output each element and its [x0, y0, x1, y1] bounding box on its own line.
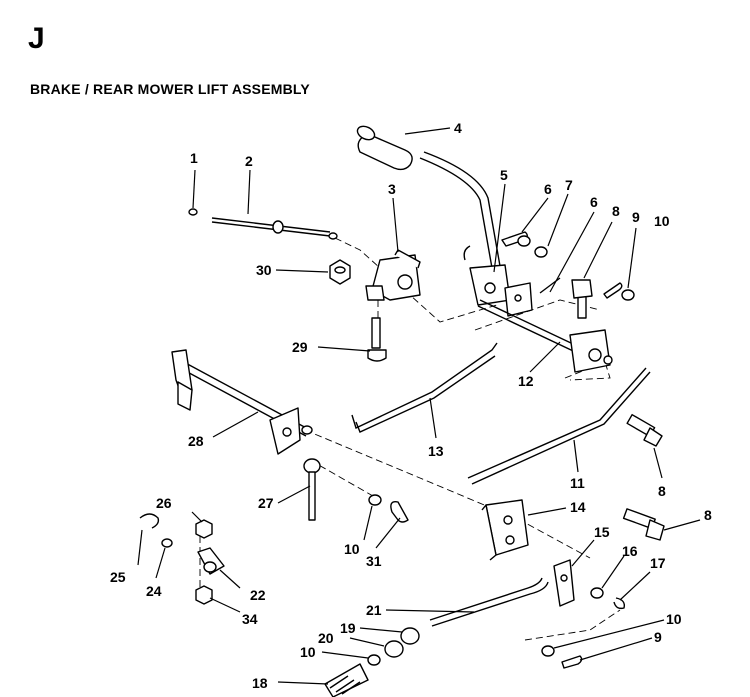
callout-13: 13	[428, 443, 444, 459]
callout-8-top: 8	[612, 203, 620, 219]
hex-nut	[329, 259, 351, 285]
callout-15: 15	[594, 524, 610, 540]
rear-lift-shaft	[171, 349, 313, 455]
shoulder-bolt-right	[622, 508, 665, 541]
callout-9-top: 9	[632, 209, 640, 225]
lower-left-hardware	[139, 513, 225, 605]
pivot-bracket	[504, 282, 533, 317]
callout-4: 4	[454, 120, 462, 136]
callout-8-right: 8	[704, 507, 712, 523]
callout-5: 5	[500, 167, 508, 183]
callout-11: 11	[570, 475, 585, 491]
callout-27: 27	[258, 495, 274, 511]
lower-right-hardware	[541, 645, 583, 669]
callout-10-bottom: 10	[300, 644, 316, 660]
callout-30: 30	[256, 262, 272, 278]
callout-1: 1	[190, 150, 198, 166]
adjustment-rod	[429, 577, 549, 627]
upper-washers	[501, 231, 561, 294]
callout-6-lower: 6	[590, 194, 598, 210]
callout-12: 12	[518, 373, 534, 389]
callout-10-top: 10	[654, 213, 670, 229]
lift-link-rod	[351, 342, 498, 433]
callout-10-mid: 10	[344, 541, 360, 557]
callout-8-mid: 8	[658, 483, 666, 499]
callout-25: 25	[110, 569, 126, 585]
shoulder-bolt-mid	[626, 413, 663, 447]
callout-29: 29	[292, 339, 308, 355]
callout-7: 7	[565, 177, 573, 193]
brake-rod	[211, 217, 338, 240]
callout-leader-lines	[137, 127, 701, 685]
callout-10-right: 10	[666, 611, 682, 627]
eye-bolt	[303, 458, 321, 521]
callout-34: 34	[242, 611, 258, 627]
callout-22: 22	[250, 587, 266, 603]
callout-17: 17	[650, 555, 666, 571]
shoulder-bolt-top	[571, 279, 593, 319]
callout-3: 3	[388, 181, 396, 197]
callout-numbers: 4 1 2 3 5 6 7 6 8 9 10 30 29 12 13 28 11…	[110, 120, 712, 691]
brake-lever-handle	[356, 125, 511, 306]
callout-9-bottom: 9	[654, 629, 662, 645]
callout-19: 19	[340, 620, 356, 636]
compression-spring	[324, 663, 369, 697]
callout-14: 14	[570, 499, 586, 515]
carriage-bolt	[367, 317, 387, 362]
callout-31: 31	[366, 553, 382, 569]
callout-28: 28	[188, 433, 204, 449]
brake-link-rod	[467, 367, 651, 485]
lift-bracket	[365, 249, 421, 301]
callout-21: 21	[366, 602, 382, 618]
cross-shaft	[477, 299, 613, 373]
section-letter: J	[28, 22, 45, 55]
adjuster-bracket	[553, 559, 626, 610]
washer-and-pin-lower	[368, 494, 409, 523]
adjuster-nut	[367, 627, 420, 666]
callout-24: 24	[146, 583, 162, 599]
cotter-pin-small	[188, 208, 198, 216]
callout-16: 16	[622, 543, 638, 559]
pivot-plate	[481, 499, 529, 561]
callout-18: 18	[252, 675, 268, 691]
upper-right-hardware	[603, 282, 635, 301]
callout-6-upper: 6	[544, 181, 552, 197]
callout-2: 2	[245, 153, 253, 169]
diagram-title: BRAKE / REAR MOWER LIFT ASSEMBLY	[30, 81, 310, 97]
callout-26: 26	[156, 495, 172, 511]
callout-20: 20	[318, 630, 334, 646]
